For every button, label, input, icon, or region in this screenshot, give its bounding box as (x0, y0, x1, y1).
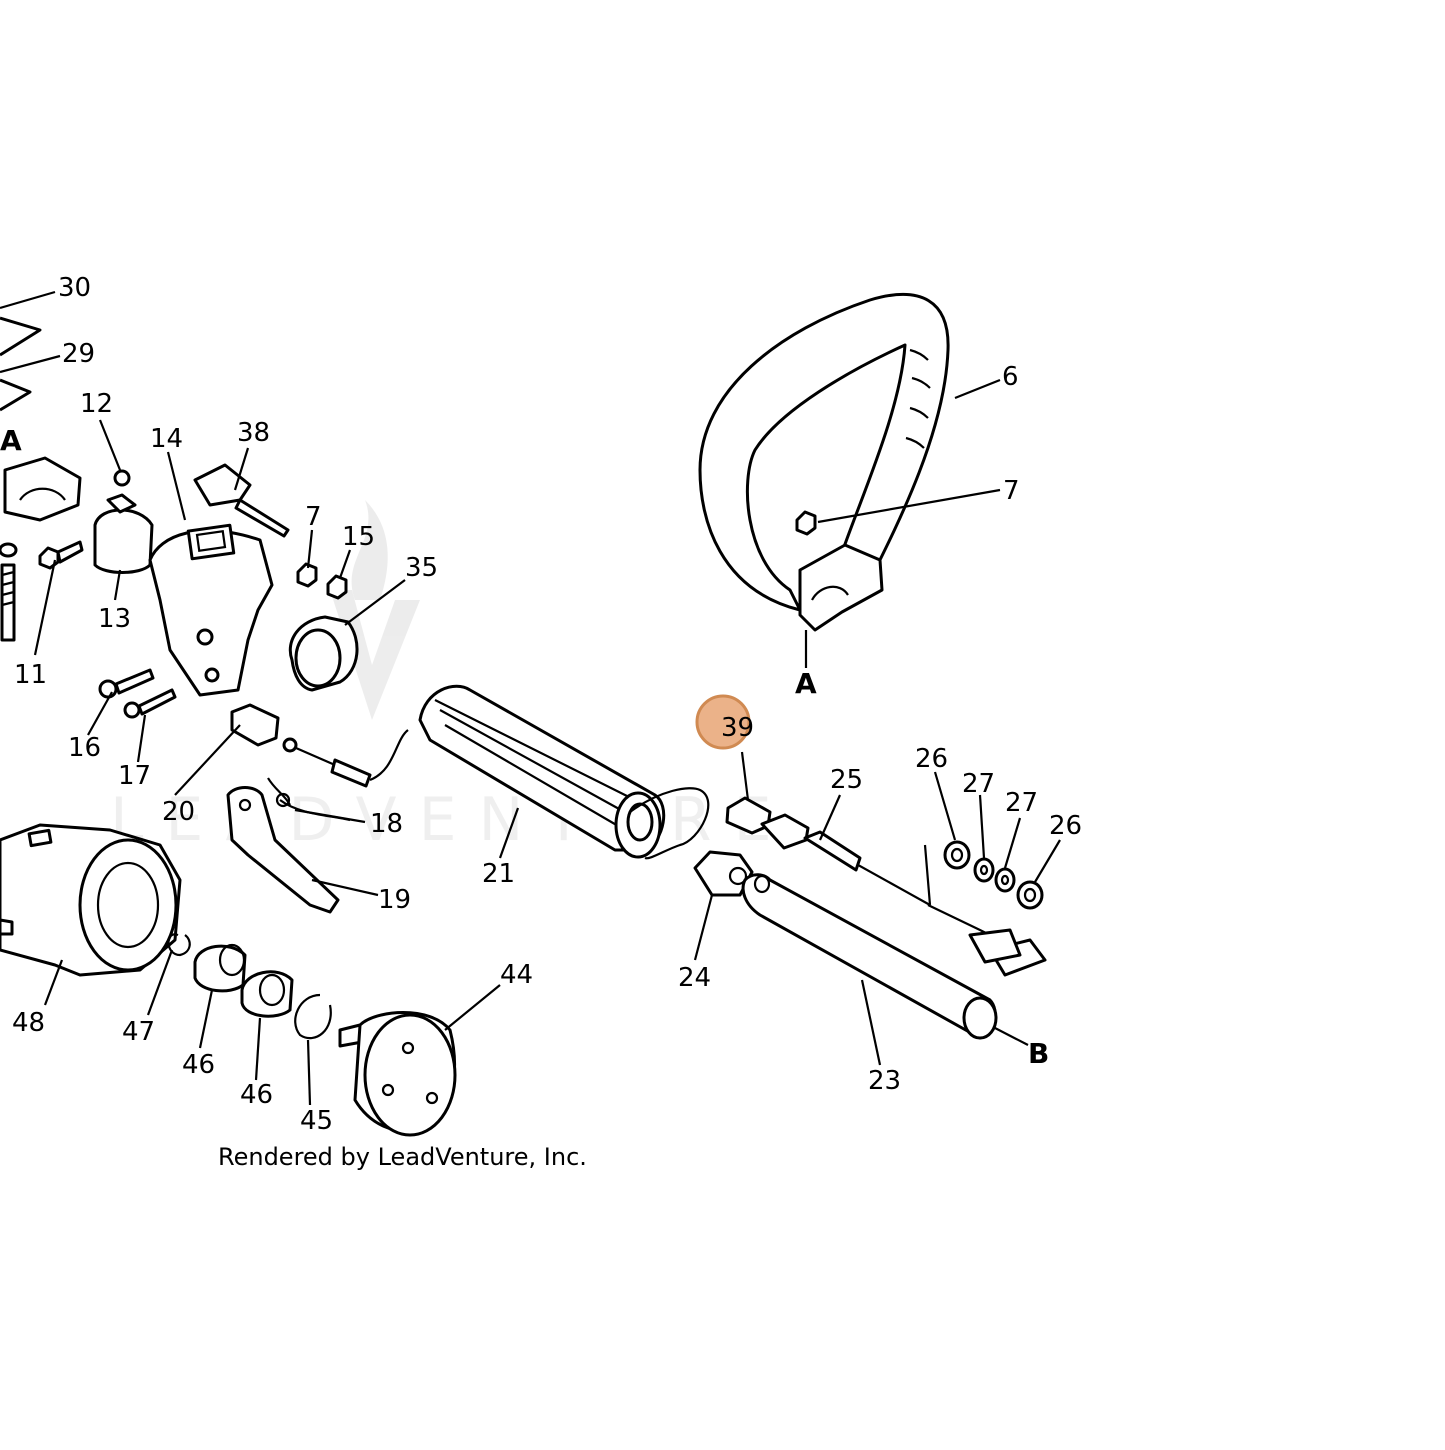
part-21-grip (418, 684, 710, 860)
part-6-loop-handle (698, 292, 950, 612)
part-7-nut-left (296, 562, 318, 588)
callout-7-left[interactable]: 7 (305, 502, 322, 532)
callout-38[interactable]: 38 (237, 418, 270, 448)
part-12-nut (113, 469, 131, 487)
callout-35[interactable]: 35 (405, 553, 438, 583)
callout-11[interactable]: 11 (14, 660, 47, 690)
part-44-clutch-drum (338, 1011, 457, 1137)
callout-labels: 30 29 12 14 38 7 15 35 13 11 16 17 20 18… (0, 273, 1082, 1136)
callout-45[interactable]: 45 (300, 1106, 333, 1136)
callout-17[interactable]: 17 (118, 761, 151, 791)
part-46-bearing-a (193, 943, 247, 993)
part-46-bearing-b (240, 970, 294, 1018)
watermark-logo (330, 500, 420, 720)
callout-48[interactable]: 48 (12, 1008, 45, 1038)
part-20-block (230, 703, 280, 747)
part-35-ring (288, 615, 359, 692)
callout-13[interactable]: 13 (98, 604, 131, 634)
part-11-bolt (38, 540, 84, 570)
part-38-switch (193, 463, 290, 538)
callout-26-a[interactable]: 26 (915, 744, 948, 774)
part-16-screw (98, 668, 155, 699)
part-7-nut-right (795, 510, 817, 536)
part-27-washer-a (973, 857, 995, 883)
part-13-clamp (93, 493, 154, 574)
callout-18[interactable]: 18 (370, 809, 403, 839)
callout-20[interactable]: 20 (162, 797, 195, 827)
callout-24[interactable]: 24 (678, 963, 711, 993)
part-15-nut (326, 574, 348, 600)
part-14-throttle-housing (148, 523, 274, 697)
part-17-screw (123, 688, 177, 719)
left-mount-bracket (0, 456, 82, 642)
highlight-marker[interactable] (695, 694, 751, 750)
reference-letter-b: B (1028, 1037, 1049, 1070)
callout-19[interactable]: 19 (378, 885, 411, 915)
callout-29[interactable]: 29 (62, 339, 95, 369)
part-30-plate (0, 316, 42, 357)
part-27-washer-b (994, 867, 1016, 893)
callout-27-a[interactable]: 27 (962, 769, 995, 799)
reference-letter-a-left: A (0, 424, 22, 457)
watermark-text: LEADVENTURE (110, 785, 794, 855)
callout-46-a[interactable]: 46 (182, 1050, 215, 1080)
part-26-collar-a (943, 840, 971, 870)
reference-letter-a-right: A (795, 667, 817, 700)
callout-46-b[interactable]: 46 (240, 1080, 273, 1110)
part-26-collar-b (1016, 880, 1044, 910)
callout-44[interactable]: 44 (500, 960, 533, 990)
callout-12[interactable]: 12 (80, 389, 113, 419)
part-29-plate (0, 378, 32, 412)
callout-27-b[interactable]: 27 (1005, 788, 1038, 818)
throttle-cable-end (282, 729, 409, 788)
callout-15[interactable]: 15 (342, 522, 375, 552)
callout-6[interactable]: 6 (1002, 362, 1019, 392)
part-47-circlip (167, 933, 191, 957)
leader-lines (0, 290, 1061, 1106)
callout-25[interactable]: 25 (830, 765, 863, 795)
part-48-clutch-housing (0, 823, 182, 977)
part-19-throttle-lever (226, 786, 340, 914)
callout-26-b[interactable]: 26 (1049, 811, 1082, 841)
callout-7-right[interactable]: 7 (1003, 476, 1020, 506)
callout-21[interactable]: 21 (482, 859, 515, 889)
callout-47[interactable]: 47 (122, 1017, 155, 1047)
part-45-snap-ring (294, 993, 332, 1040)
part-25-cable (760, 813, 1047, 977)
callout-23[interactable]: 23 (868, 1066, 901, 1096)
render-credit-caption: Rendered by LeadVenture, Inc. (218, 1143, 587, 1171)
callout-16[interactable]: 16 (68, 733, 101, 763)
handle-clamp-block (798, 543, 884, 632)
callout-14[interactable]: 14 (150, 424, 183, 454)
part-23-drive-tube (741, 873, 998, 1040)
callout-30[interactable]: 30 (58, 273, 91, 303)
callout-39[interactable]: 39 (721, 713, 754, 743)
